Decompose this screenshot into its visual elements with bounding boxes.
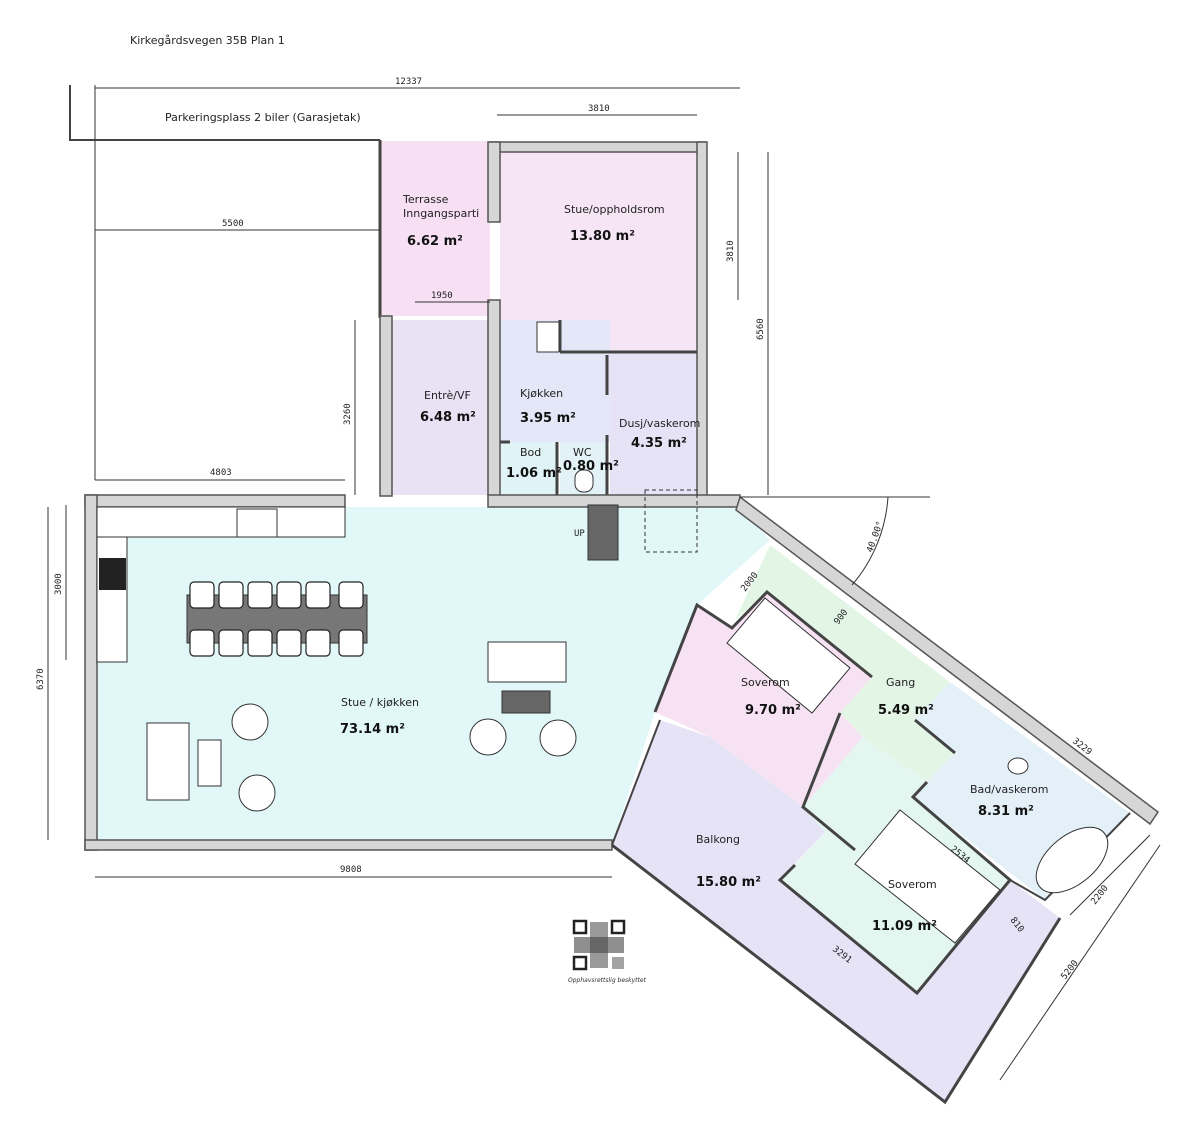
stairs — [587, 504, 619, 561]
dim-angle: 40.00° — [865, 520, 886, 554]
walls — [69, 85, 1160, 1105]
room-area: 3.95 m² — [520, 411, 576, 426]
dim-stue-width: 3810 — [588, 104, 610, 114]
dim-living-bottom: 9808 — [340, 865, 362, 875]
room-area: 6.48 m² — [420, 410, 476, 425]
room-dusj — [610, 352, 697, 495]
parking-label: Parkeringsplass 2 biler (Garasjetak) — [165, 111, 361, 124]
room-name: Kjøkken — [520, 387, 563, 400]
dining-chairs — [189, 581, 364, 657]
room-name: Stue / kjøkken — [341, 696, 419, 709]
room-balkong — [612, 720, 1060, 1102]
dim-living-height: 6370 — [36, 668, 46, 690]
dimension-lines — [47, 85, 1161, 1081]
dim-depth: 6560 — [756, 318, 766, 340]
room-area: 9.70 m² — [745, 703, 801, 718]
room-area: 4.35 m² — [631, 436, 687, 451]
room-bod — [500, 442, 557, 495]
room-entre — [390, 320, 490, 495]
room-name: Soverom — [888, 878, 937, 891]
room-area: 5.49 m² — [878, 703, 934, 718]
room-name: WC — [573, 446, 592, 459]
room-area: 73.14 m² — [340, 722, 405, 737]
room-name: Bad/vaskerom — [970, 783, 1048, 796]
room-area: 13.80 m² — [570, 229, 635, 244]
dim-entre: 3260 — [343, 403, 353, 425]
room-gang — [735, 545, 955, 782]
room-area: 8.31 m² — [978, 804, 1034, 819]
stairs-up-label: UP — [574, 529, 585, 539]
room-stue-oppholdsrom — [500, 152, 697, 352]
cooktop-icon — [99, 558, 126, 590]
dim-door: 1950 — [431, 291, 453, 301]
room-name: Dusj/vaskerom — [619, 417, 700, 430]
room-name: Soverom — [741, 676, 790, 689]
room-area: 15.80 m² — [696, 875, 761, 890]
furniture: UP — [96, 321, 1109, 944]
room-name: Terrasse — [402, 193, 449, 206]
room-labels: Parkeringsplass 2 biler (Garasjetak) Ter… — [165, 111, 1048, 934]
room-area: 1.06 m² — [506, 466, 562, 481]
sink-icon — [236, 508, 278, 538]
dim-living-top: 4803 — [210, 468, 232, 478]
room-area: 11.09 m² — [872, 919, 937, 934]
dim-kitchen: 3000 — [54, 573, 64, 595]
room-name: Bod — [520, 446, 541, 459]
room-name: Balkong — [696, 833, 740, 846]
qr-code-icon — [572, 919, 626, 971]
room-name: Inngangsparti — [403, 207, 479, 220]
room-name: Entrè/VF — [424, 389, 471, 402]
room-terrasse — [380, 141, 490, 316]
dim-total-width: 12337 — [395, 77, 422, 87]
room-area: 0.80 m² — [563, 459, 619, 474]
room-name: Gang — [886, 676, 915, 689]
dim-2200: 2200 — [1089, 884, 1110, 907]
room-name: Stue/oppholdsrom — [564, 203, 665, 216]
dim-5200: 5200 — [1059, 959, 1080, 982]
plan-title: Kirkegårdsvegen 35B Plan 1 — [130, 34, 285, 47]
room-area: 6.62 m² — [407, 234, 463, 249]
qr-caption: Opphavsrettslig beskyttet — [568, 977, 647, 984]
dim-parking: 5500 — [222, 219, 244, 229]
dim-stue-height: 3810 — [726, 240, 736, 262]
